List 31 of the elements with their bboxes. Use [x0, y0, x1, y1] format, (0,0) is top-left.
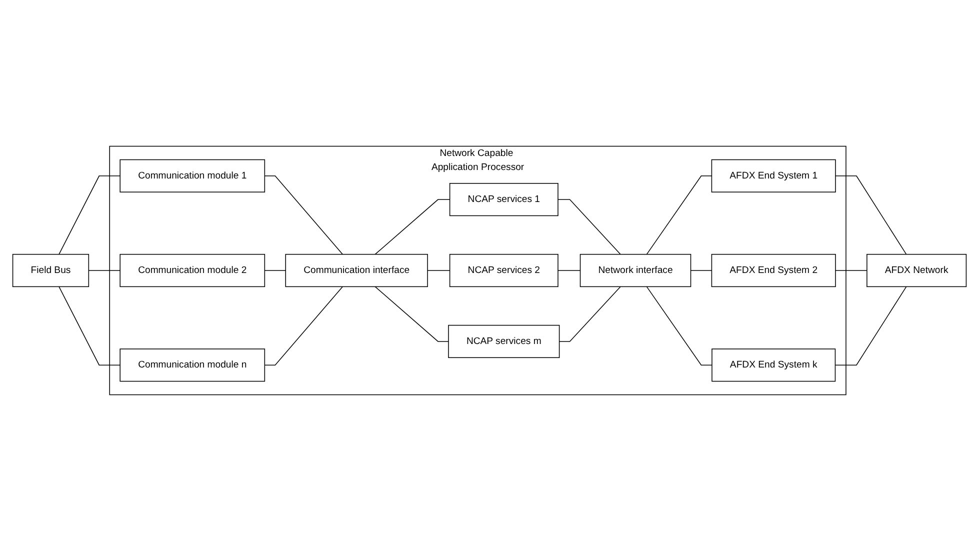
- node-box: Communication interface: [285, 254, 428, 288]
- node-box: AFDX End System 2: [711, 254, 836, 288]
- connector: [374, 199, 450, 255]
- connector: [690, 270, 712, 271]
- node-box: Communication module n: [120, 348, 266, 382]
- connector: [834, 286, 907, 366]
- connector: [646, 286, 712, 366]
- connector: [264, 176, 344, 255]
- node-box: AFDX Network: [866, 254, 967, 288]
- connector: [646, 176, 712, 255]
- connector: [374, 286, 449, 342]
- connector: [558, 286, 621, 342]
- node-box: Network interface: [580, 254, 692, 288]
- node-box: Communication module 1: [120, 159, 266, 192]
- node-box: Field Bus: [12, 254, 90, 288]
- node-box: AFDX End System 1: [711, 159, 836, 192]
- node-box: Communication module 2: [120, 254, 266, 288]
- connector: [835, 270, 868, 271]
- connector: [58, 176, 120, 255]
- connector: [58, 286, 120, 366]
- connector: [264, 270, 286, 271]
- node-box: AFDX End System k: [712, 348, 836, 382]
- connector: [427, 270, 450, 271]
- connector: [558, 199, 621, 255]
- connector: [88, 270, 120, 271]
- connector: [264, 286, 344, 366]
- connector: [558, 270, 581, 271]
- node-box: NCAP services 1: [449, 182, 558, 216]
- connector: [835, 176, 907, 255]
- node-box: NCAP services m: [448, 324, 560, 358]
- node-box: NCAP services 2: [449, 254, 558, 288]
